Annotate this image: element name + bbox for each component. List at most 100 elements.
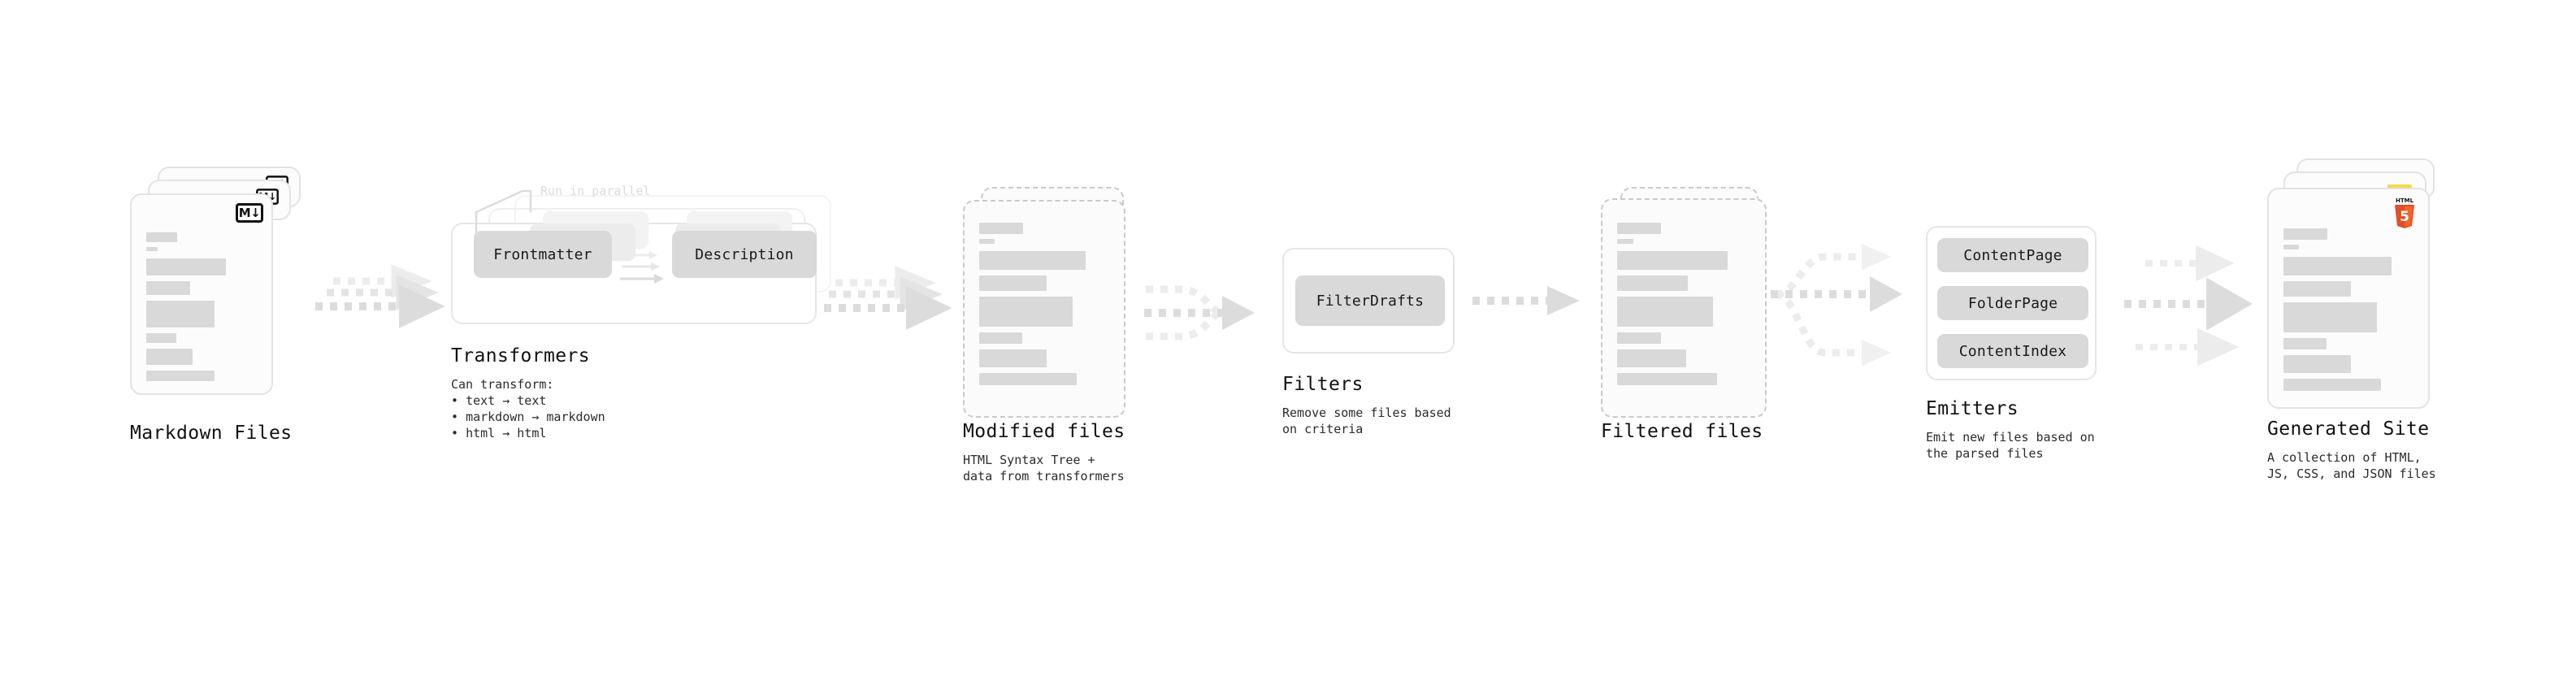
placeholder-bar xyxy=(1617,223,1662,234)
placeholder-content xyxy=(1617,223,1750,385)
placeholder-bar xyxy=(979,251,1086,270)
subtitle-line: JS, CSS, and JSON files xyxy=(2267,466,2436,481)
connector-modified-to-filters xyxy=(1144,285,1255,340)
placeholder-content xyxy=(146,232,257,381)
modified-file-stack xyxy=(963,187,1142,447)
stage-markdown-files: M↓ M↓ M↓ Markdown Files xyxy=(130,167,309,444)
subtitle-line: Can transform: xyxy=(451,376,554,392)
stage-subtitle: A collection of HTML, JS, CSS, and JSON … xyxy=(2267,449,2436,483)
placeholder-bar xyxy=(2283,257,2392,275)
transform-list: text → text markdown → markdown html → h… xyxy=(451,393,605,442)
run-in-parallel-label: Run in parallel xyxy=(540,184,651,198)
transformer-box-stack: Frontmatter Description Run in parallel xyxy=(451,184,841,341)
modified-file-card-front xyxy=(963,200,1125,418)
markdown-icon: M↓ xyxy=(236,203,263,223)
placeholder-bar xyxy=(2283,245,2300,249)
caption-generated-site: Generated Site A collection of HTML, JS,… xyxy=(2267,419,2436,482)
html5-glyph: HTML 5 xyxy=(2395,197,2414,228)
emitter-pill-contentpage[interactable]: ContentPage xyxy=(1937,238,2088,272)
placeholder-bar xyxy=(146,301,215,327)
stage-title: Filtered files xyxy=(1601,421,1763,442)
svg-text:HTML: HTML xyxy=(2396,197,2414,204)
emitters-box: ContentPage FolderPage ContentIndex xyxy=(1926,226,2097,380)
placeholder-bar xyxy=(146,371,215,381)
stage-generated-site: CSS HTML 5 xyxy=(2267,158,2462,481)
placeholder-bar xyxy=(2283,281,2352,297)
stage-filtered-files: Filtered files xyxy=(1601,187,1780,447)
stage-filters: FilterDrafts Filters Remove some files b… xyxy=(1282,248,1455,436)
stage-transformers: Frontmatter Description Run in parallel … xyxy=(451,184,841,440)
placeholder-bar xyxy=(146,349,193,365)
stage-modified-files: Modified files HTML Syntax Tree + data f… xyxy=(963,187,1142,484)
stage-title: Generated Site xyxy=(2267,419,2430,440)
placeholder-bar xyxy=(979,239,995,244)
caption-transformers: Transformers Can transform: text → text … xyxy=(451,345,605,442)
stage-title: Markdown Files xyxy=(130,423,293,444)
markdown-file-stack: M↓ M↓ M↓ xyxy=(130,167,309,427)
list-item: text → text xyxy=(451,393,605,409)
subtitle-line: HTML Syntax Tree + xyxy=(963,452,1095,467)
list-item: markdown → markdown xyxy=(451,409,605,425)
placeholder-bar xyxy=(979,349,1047,367)
subtitle-line: on criteria xyxy=(1282,421,1364,436)
transformer-pill-description[interactable]: Description xyxy=(672,231,817,278)
subtitle-line: data from transformers xyxy=(963,468,1125,484)
caption-markdown-files: Markdown Files xyxy=(130,423,292,445)
connector-md-to-transformers xyxy=(315,264,445,328)
connector-filters-to-filtered xyxy=(1472,286,1580,315)
stage-subtitle: Remove some files based on criteria xyxy=(1282,405,1451,438)
placeholder-bar xyxy=(1617,251,1728,270)
placeholder-bar xyxy=(979,223,1024,234)
subtitle-line: the parsed files xyxy=(1926,445,2044,461)
placeholder-bar xyxy=(2283,355,2352,373)
placeholder-bar xyxy=(2283,379,2381,391)
placeholder-bar xyxy=(1617,332,1662,344)
subtitle-line: Remove some files based xyxy=(1282,405,1451,420)
placeholder-bar xyxy=(2283,302,2378,332)
stage-title: Modified files xyxy=(963,421,1125,442)
markdown-file-card-front: M↓ xyxy=(130,193,273,395)
placeholder-bar xyxy=(146,247,158,251)
connector-transformers-to-modified xyxy=(824,266,952,330)
transformer-pill-frontmatter[interactable]: Frontmatter xyxy=(474,231,612,278)
placeholder-bar xyxy=(1617,349,1687,367)
placeholder-bar xyxy=(979,332,1022,344)
placeholder-content xyxy=(979,223,1109,385)
transformer-inner-arrows xyxy=(620,251,664,284)
filtered-file-stack xyxy=(1601,187,1780,447)
placeholder-bar xyxy=(146,232,178,242)
filtered-file-card-front xyxy=(1601,198,1767,418)
run-in-parallel-bracket xyxy=(475,189,532,235)
placeholder-bar xyxy=(146,258,226,275)
emitter-pill-contentindex[interactable]: ContentIndex xyxy=(1937,334,2088,368)
stage-subtitle: Can transform: text → text markdown → ma… xyxy=(451,376,605,442)
stage-title: Transformers xyxy=(451,345,590,367)
placeholder-bar xyxy=(1617,297,1714,327)
placeholder-bar xyxy=(979,373,1077,385)
placeholder-content xyxy=(2283,228,2413,391)
stage-emitters: ContentPage FolderPage ContentIndex Emit… xyxy=(1926,226,2097,461)
html5-icon: HTML 5 xyxy=(2391,196,2418,232)
placeholder-bar xyxy=(2283,338,2327,349)
placeholder-bar xyxy=(1617,275,1688,291)
caption-emitters: Emitters Emit new files based on the par… xyxy=(1926,398,2095,462)
generated-file-card-html: HTML 5 xyxy=(2267,188,2430,409)
placeholder-bar xyxy=(1617,239,1633,244)
emitter-pill-folderpage[interactable]: FolderPage xyxy=(1937,286,2088,320)
stage-subtitle: HTML Syntax Tree + data from transformer… xyxy=(963,452,1125,485)
connector-emitters-to-site xyxy=(2124,245,2253,367)
subtitle-line: A collection of HTML, xyxy=(2267,449,2422,465)
caption-filters: Filters Remove some files based on crite… xyxy=(1282,374,1451,437)
svg-text:5: 5 xyxy=(2400,209,2409,225)
caption-filtered-files: Filtered files xyxy=(1601,421,1763,444)
stage-title: Emitters xyxy=(1926,398,2019,419)
subtitle-line: Emit new files based on xyxy=(1926,429,2095,445)
stage-subtitle: Emit new files based on the parsed files xyxy=(1926,429,2095,462)
placeholder-bar xyxy=(979,297,1073,327)
filter-pill-filterdrafts[interactable]: FilterDrafts xyxy=(1295,275,1445,326)
list-item: html → html xyxy=(451,425,605,441)
placeholder-bar xyxy=(146,333,176,343)
stage-title: Filters xyxy=(1282,374,1364,395)
placeholder-bar xyxy=(979,275,1047,291)
